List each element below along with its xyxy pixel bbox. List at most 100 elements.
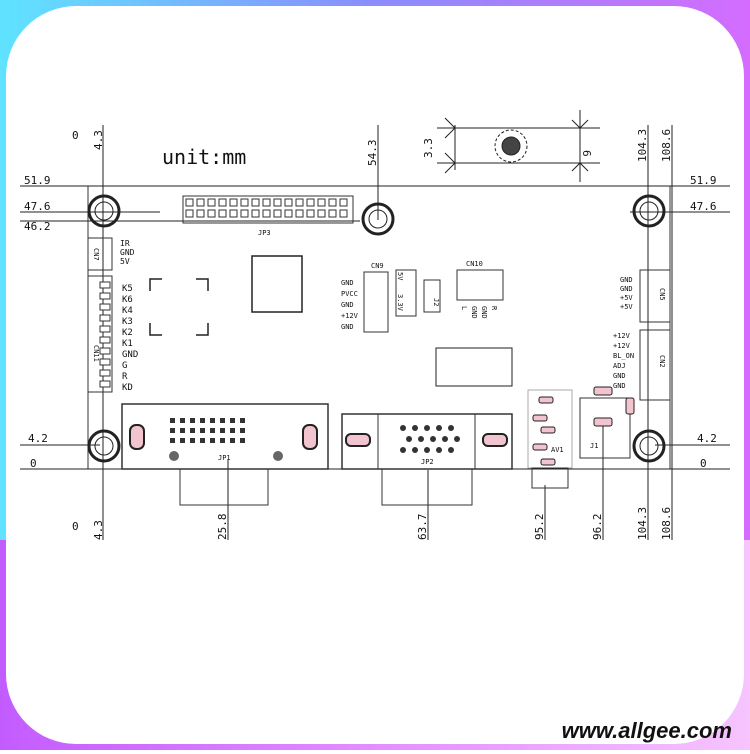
jp3-pin [340,210,347,217]
key-pin-label: K2 [122,328,133,338]
cn11-pin [100,348,110,354]
dim-bottom-1043: 104.3 [636,507,649,540]
dim-right-0: 0 [700,457,707,470]
jp3-pin [329,210,336,217]
dim-hole-33: 3.3 [422,138,435,158]
jp1-pin [200,438,205,443]
jp1-pin [200,428,205,433]
cn9-pin-label: GND [341,301,354,309]
label-cn2: CN2 [658,355,666,368]
dim-left-519: 51.9 [24,174,51,187]
jp2-pin [400,425,406,431]
jp3-pin [318,199,325,206]
jp1-pin [170,418,175,423]
jp2-pin [448,425,454,431]
jp1-pin [170,438,175,443]
jp3-pin [197,210,204,217]
dim-right-42: 4.2 [697,432,717,445]
cn10-pin-label: GND [470,306,478,319]
jp1-pin [180,418,185,423]
jp2-pin [454,436,460,442]
cn2-pin-label: GND [613,372,626,380]
jp3-pin [318,210,325,217]
dim-top-1086: 108.6 [660,129,673,162]
label-cn5: CN5 [658,288,666,301]
dim-left-42: 4.2 [28,432,48,445]
jp2-pin [430,436,436,442]
dim-bottom-258: 25.8 [216,514,229,541]
jp1-pin [190,428,195,433]
key-pin-label: KD [122,383,133,393]
dim-top-543: 54.3 [366,140,379,167]
key-pin-label: GND [122,350,138,360]
jp2-pin [412,447,418,453]
dim-bottom-43: 4.3 [92,520,105,540]
cn11-pin [100,293,110,299]
ir-pin-label: GND [120,248,135,257]
jp1-pin [210,438,215,443]
jp1-pin [190,418,195,423]
jp3-pin [285,210,292,217]
jp2-pin [418,436,424,442]
label-cn7: CN7 [92,248,100,261]
label-jp2: JP2 [421,458,434,466]
jp3-pin [252,210,259,217]
jp1-pin [180,428,185,433]
label-jp1: JP1 [218,454,231,462]
dim-left-476: 47.6 [24,200,51,213]
jp3-pin [208,199,215,206]
dim-right-519: 51.9 [690,174,717,187]
jp3-pin [219,199,226,206]
jp2-pin [406,436,412,442]
jp1-pin [210,428,215,433]
jp2-pin [424,425,430,431]
key-pin-label: K3 [122,317,133,327]
dim-top-left-0: 0 [72,129,79,142]
label-j1: J1 [590,442,598,450]
key-pin-label: G [122,361,127,371]
dim-hole-6: 6 [580,150,593,157]
jp3-pin [252,199,259,206]
dim-bottom-952: 95.2 [533,514,546,541]
label-av1: AV1 [551,446,564,454]
jp1-pin [220,428,225,433]
jp2-pin [436,447,442,453]
label-jp3: JP3 [258,229,271,237]
dim-top-left-43: 4.3 [92,130,105,150]
jp3-pin [230,210,237,217]
jp3-pin [241,199,248,206]
cn2-pin-label: BL_ON [613,352,634,360]
jp2-pin [424,447,430,453]
jp3-pin [241,210,248,217]
jp1-pin [190,438,195,443]
jp3-pin [296,199,303,206]
jp2-pin [400,447,406,453]
label-j2: J2 [432,298,440,306]
jp3-pin [296,210,303,217]
cn9-side-label: 5V [396,272,404,281]
cn5-pin-label: +5V [620,294,633,302]
website-text: www.allgee.com [562,718,732,744]
jp1-pin [230,418,235,423]
cn11-pin [100,326,110,332]
jp1-pin [230,438,235,443]
jp1-pin [240,438,245,443]
dim-bottom-962: 96.2 [591,514,604,541]
jp1-pin [240,418,245,423]
jp1-pin [170,428,175,433]
cn2-pin-label: +12V [613,332,631,340]
jp1-pin [180,438,185,443]
jp2-pin [436,425,442,431]
jp3-pin [274,199,281,206]
cn2-pin-label: +12V [613,342,631,350]
jp1-pin [200,418,205,423]
key-pin-label: K4 [122,306,133,316]
cn11-pin [100,370,110,376]
key-pin-label: K6 [122,295,133,305]
jp3-pin [186,210,193,217]
key-pin-label: R [122,372,128,382]
jp2-pin [442,436,448,442]
jp3-pin [285,199,292,206]
